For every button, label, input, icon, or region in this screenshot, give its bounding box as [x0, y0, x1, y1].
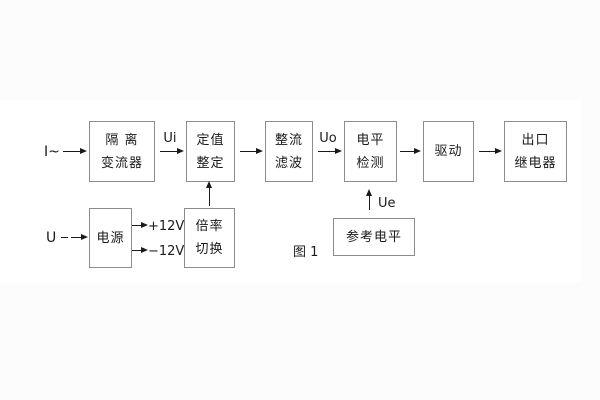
- block-label: 检测: [356, 155, 385, 171]
- block-label: 电源: [96, 230, 125, 246]
- block-reference-level: 参考电平: [333, 218, 415, 256]
- block-label: 整流: [274, 132, 303, 148]
- block-label: 倍率: [195, 219, 224, 234]
- block-label: 变流器: [100, 155, 143, 171]
- block-label: 参考电平: [345, 229, 402, 245]
- arrow-ratio-to-setting: [206, 181, 212, 206]
- block-output-relay: 出口 继电器: [504, 121, 567, 182]
- plus-12v-label: +12V: [148, 219, 185, 234]
- block-power-supply: 电源: [89, 208, 132, 268]
- block-label: 出口: [521, 132, 550, 148]
- arrow-u-to-power: [71, 234, 88, 240]
- ue-signal-label: Ue: [378, 196, 396, 211]
- block-label: 电平: [356, 132, 385, 148]
- arrow-setting-to-rectifier: [240, 148, 263, 154]
- block-label: 隔 离: [105, 132, 139, 148]
- block-label: 定值: [196, 132, 225, 148]
- block-ratio-switch: 倍率 切换: [184, 208, 235, 268]
- uo-signal-label: Uo: [319, 131, 337, 146]
- arrow-drive-to-relay: [479, 148, 502, 154]
- figure-caption: 图 1: [293, 245, 319, 260]
- block-label: 滤波: [274, 155, 303, 171]
- block-label: 切换: [195, 242, 224, 257]
- block-label: 继电器: [514, 155, 557, 171]
- arrow-power-plus12: [132, 222, 148, 228]
- arrow-power-minus12: [132, 247, 148, 253]
- block-label: 整定: [196, 155, 225, 171]
- arrow-level-to-drive: [400, 148, 421, 154]
- block-isolation-transformer: 隔 离 变流器: [89, 121, 155, 182]
- block-level-detect: 电平 检测: [344, 121, 397, 182]
- arrow-input-to-isolation: [63, 148, 87, 154]
- input-current-label: I~: [44, 144, 60, 160]
- block-label: 驱动: [434, 144, 463, 159]
- arrow-rectifier-to-level: [318, 148, 342, 154]
- block-setting-adjust: 定值 整定: [186, 121, 235, 182]
- input-voltage-label: U: [46, 230, 57, 246]
- arrow-isolation-to-setting: [160, 148, 184, 154]
- arrow-reference-ue: [366, 189, 372, 210]
- u-input-dash: [61, 237, 68, 238]
- ui-signal-label: Ui: [163, 131, 177, 146]
- block-drive: 驱动: [423, 121, 474, 182]
- minus-12v-label: −12V: [148, 244, 185, 259]
- block-rectify-filter: 整流 滤波: [265, 121, 313, 182]
